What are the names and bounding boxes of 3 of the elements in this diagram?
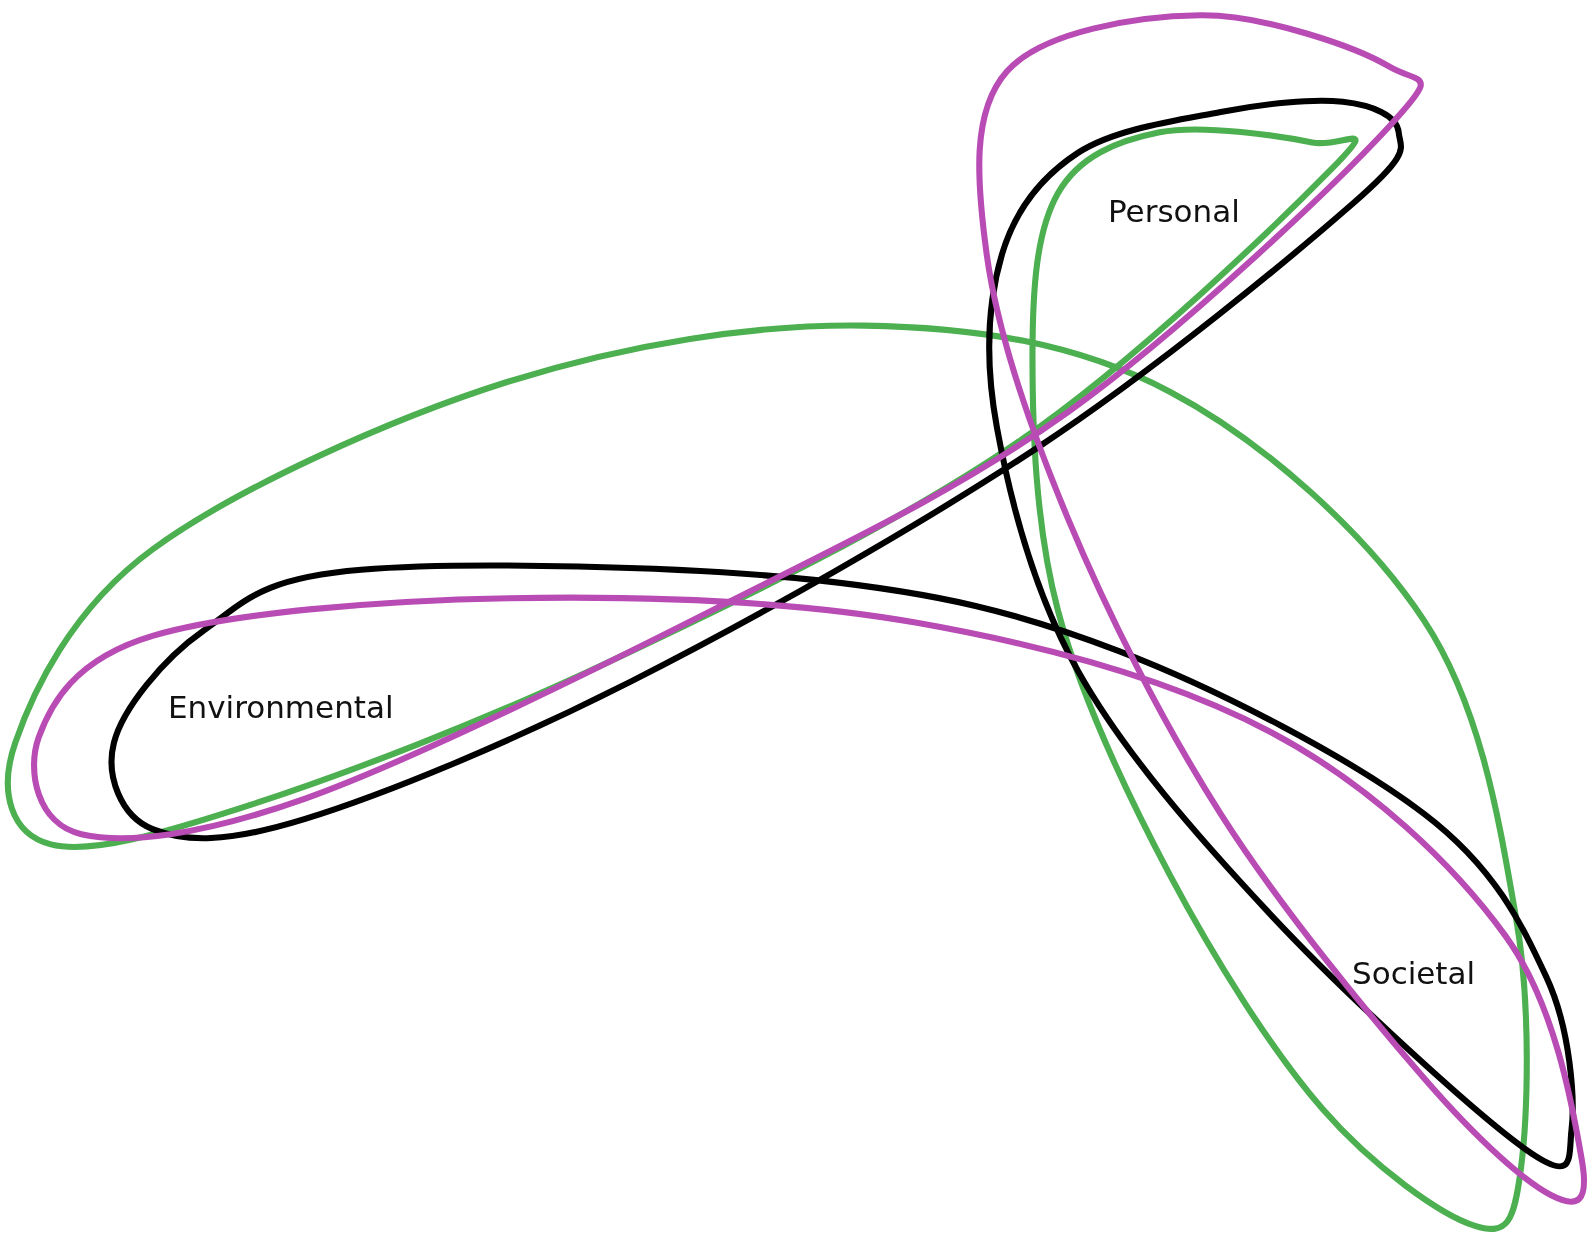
area-label: Societal [1352, 958, 1476, 989]
area-label: Environmental [168, 692, 394, 723]
area-label: Personal [1108, 196, 1240, 227]
